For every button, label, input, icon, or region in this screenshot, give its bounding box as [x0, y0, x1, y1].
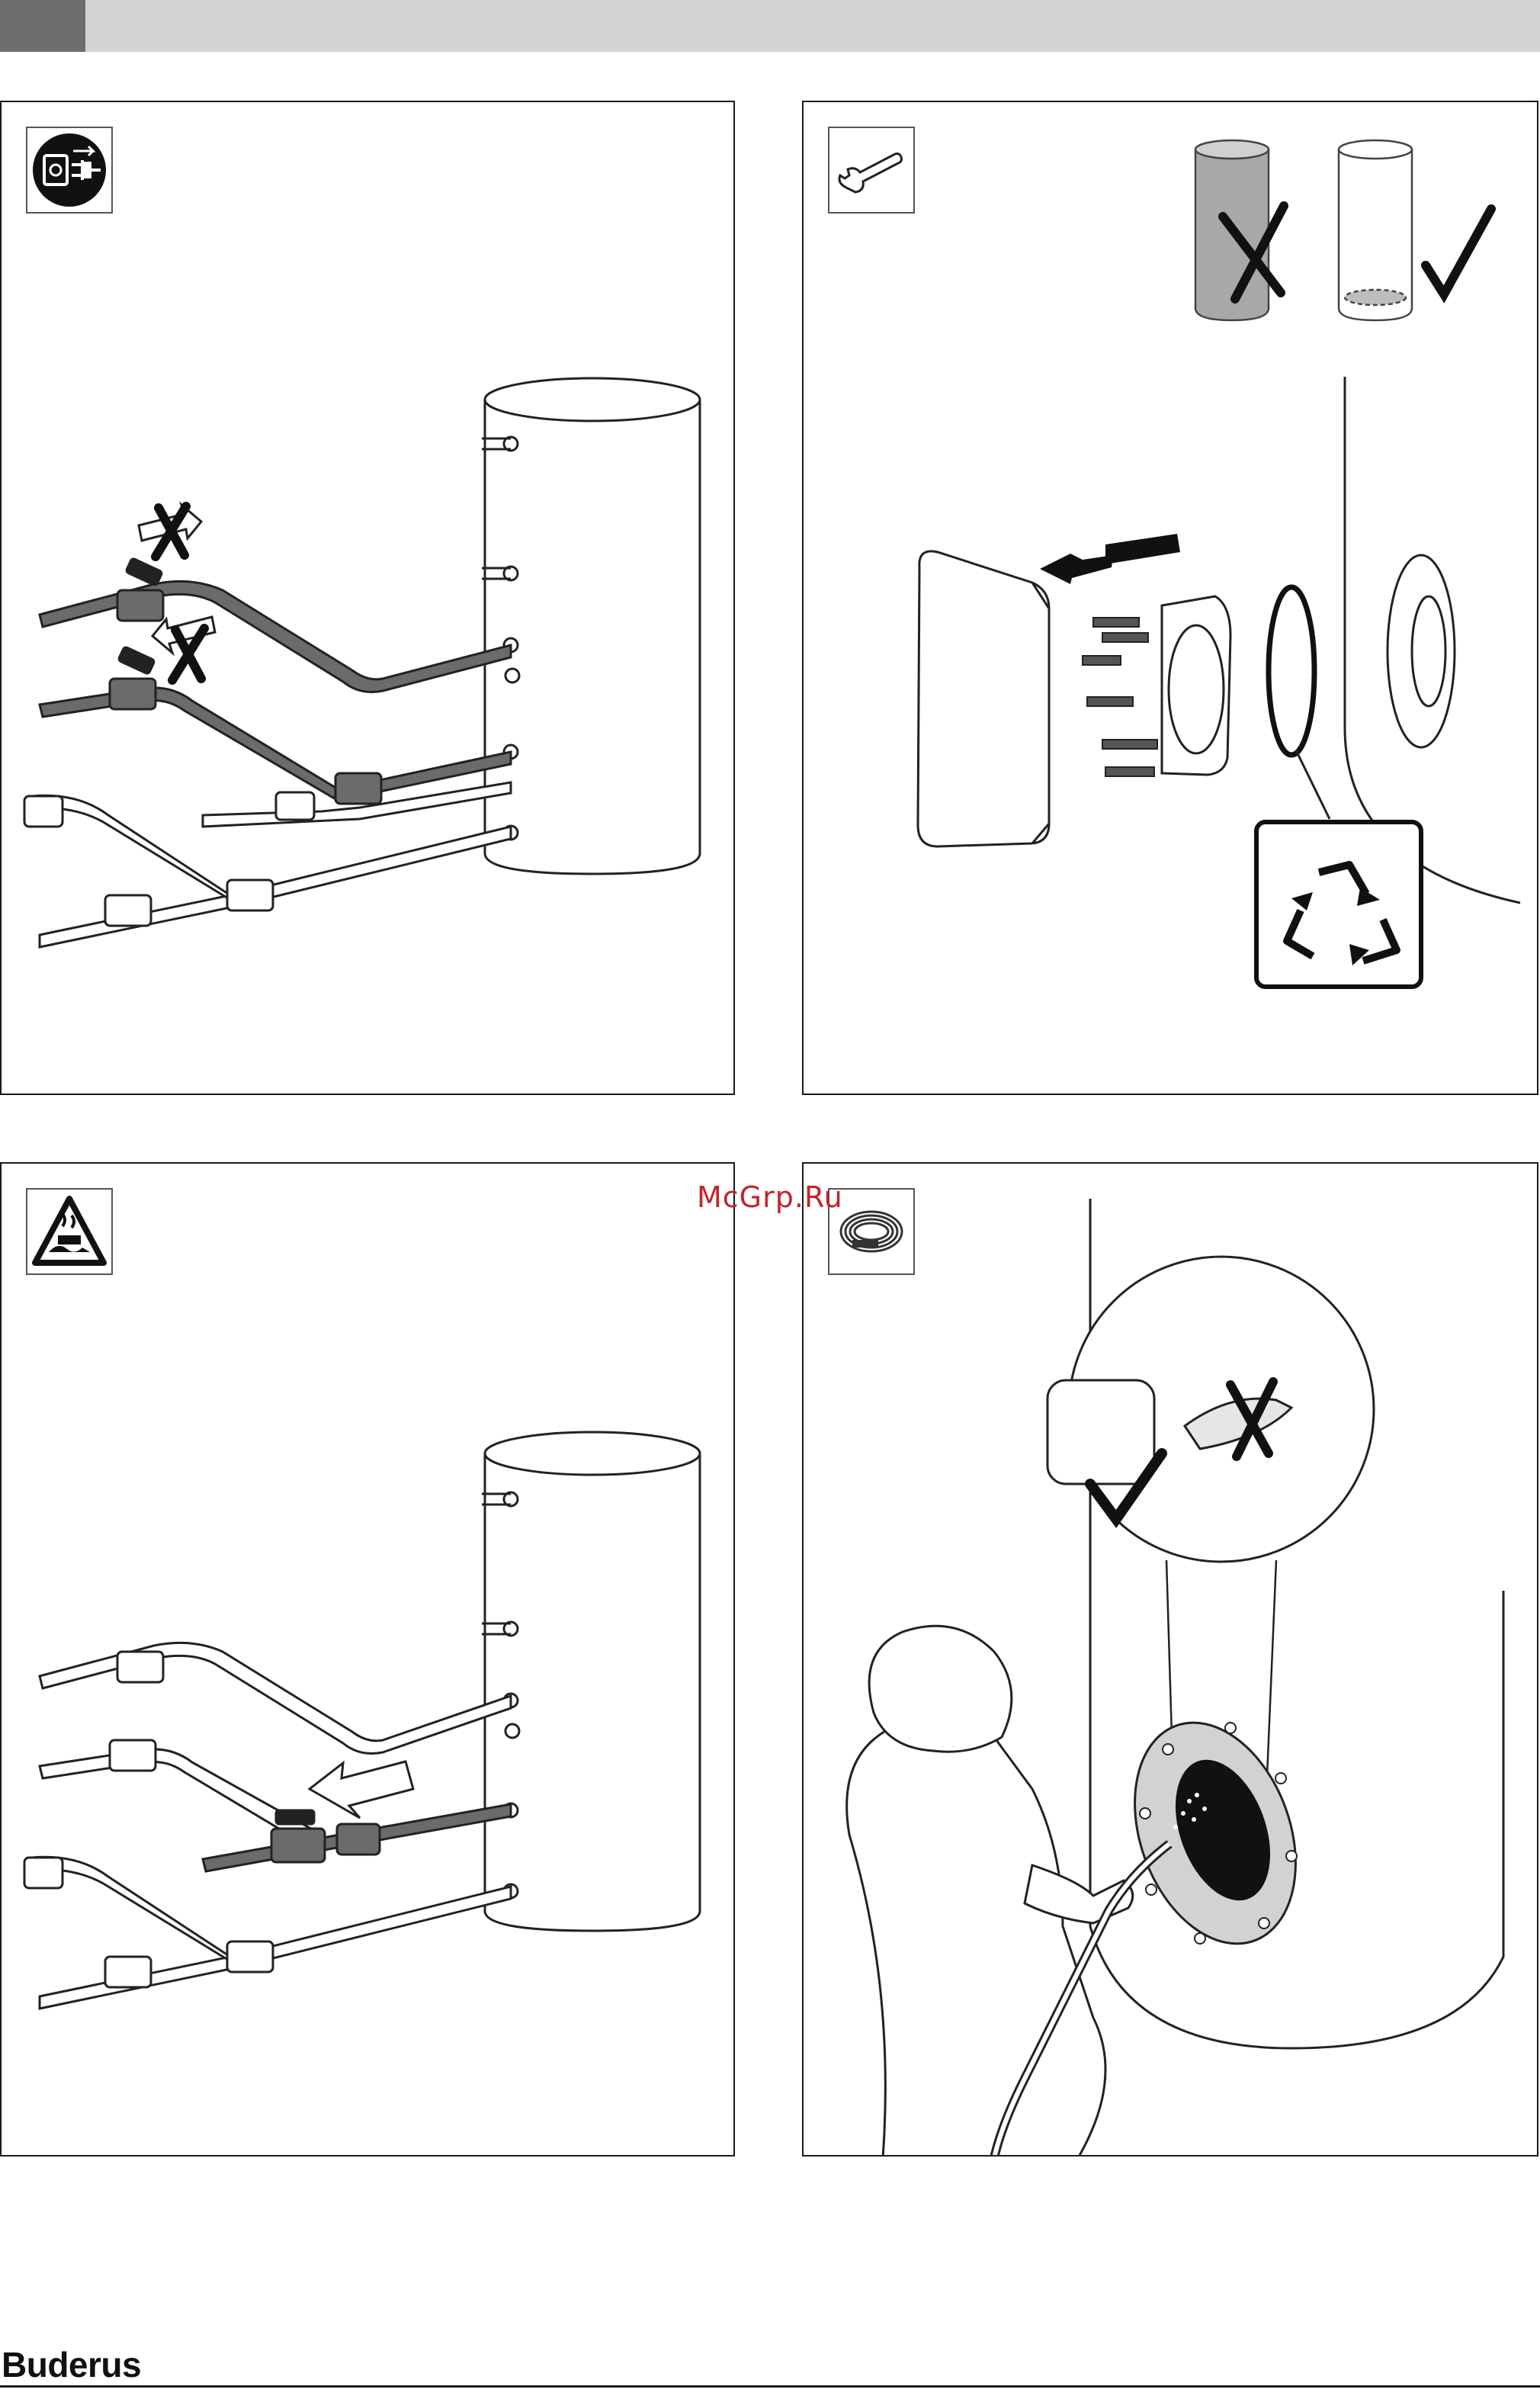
valve-diagram-closed — [2, 102, 735, 1095]
cover-removal-diagram — [804, 102, 1538, 1095]
panel-step-3 — [0, 1162, 735, 2157]
brand-logo: Buderus — [2, 2344, 141, 2385]
header-bar — [0, 0, 1540, 52]
panel-step-4 — [802, 1162, 1538, 2157]
drain-connection-diagram — [2, 1164, 735, 2157]
panel-step-2 — [802, 101, 1538, 1095]
watermark: McGrp.Ru — [697, 1180, 843, 1214]
footer-rule — [0, 2385, 1540, 2388]
panel-step-1 — [0, 101, 735, 1095]
flushing-diagram — [804, 1164, 1538, 2157]
header-tab — [0, 0, 85, 52]
